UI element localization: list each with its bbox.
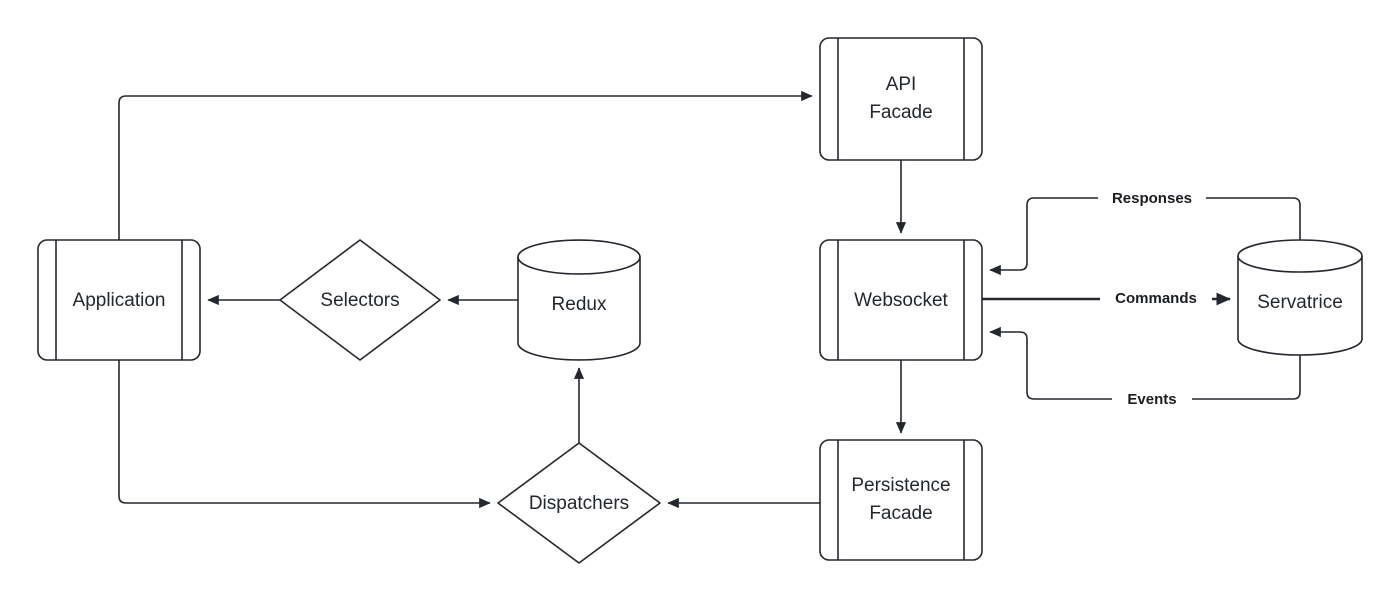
node-label-dispatchers: Dispatchers — [529, 493, 629, 514]
node-application[interactable]: Application — [37, 239, 201, 361]
edge-servatrice-to-websocket-events: Events — [989, 326, 1301, 410]
node-label-api-facade-line1: API — [886, 74, 917, 95]
node-redux[interactable]: Redux — [517, 239, 641, 361]
edge-label-backdrop-responses — [1098, 188, 1206, 209]
node-servatrice[interactable]: Servatrice — [1237, 239, 1363, 356]
node-api-facade[interactable]: API Facade — [819, 37, 983, 161]
node-label-websocket: Websocket — [854, 290, 948, 311]
node-label-selectors: Selectors — [320, 290, 399, 311]
node-label-api-facade-line2: Facade — [869, 102, 932, 123]
edge-label-backdrop-events — [1112, 389, 1192, 410]
node-websocket[interactable]: Websocket — [819, 239, 983, 361]
node-label-application: Application — [73, 290, 166, 311]
edge-application-to-dispatchers — [118, 360, 491, 509]
node-persistence-facade[interactable]: Persistence Facade — [819, 439, 983, 561]
edge-label-backdrop-commands — [1100, 288, 1212, 310]
node-label-redux: Redux — [552, 294, 607, 315]
node-label-servatrice: Servatrice — [1257, 292, 1343, 313]
edge-application-to-api-facade — [118, 90, 813, 240]
node-dispatchers[interactable]: Dispatchers — [497, 442, 661, 564]
edge-label-responses: Responses — [1112, 190, 1192, 207]
edge-websocket-to-servatrice-commands: Commands — [982, 288, 1231, 310]
edge-servatrice-to-websocket-responses: Responses — [989, 188, 1301, 276]
node-selectors[interactable]: Selectors — [279, 239, 441, 361]
node-label-persistence-facade-line2: Facade — [869, 503, 932, 524]
node-label-persistence-facade-line1: Persistence — [851, 475, 950, 496]
edge-label-events: Events — [1127, 391, 1176, 408]
edge-label-commands: Commands — [1115, 290, 1197, 307]
